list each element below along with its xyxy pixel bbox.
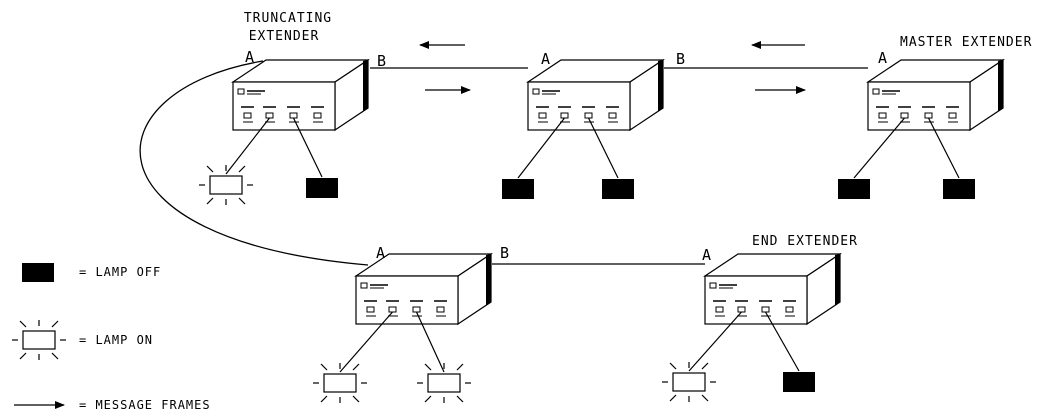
lamp-off-icon (306, 178, 338, 198)
unit-indicator-button (715, 306, 724, 313)
unit-indicator-button (560, 112, 569, 119)
unit-logo-icon (872, 88, 880, 95)
lamp-wire (688, 311, 742, 372)
unit-indicator-button (388, 306, 397, 313)
unit-indicator-button (243, 112, 252, 119)
unit-indicator-button (412, 306, 421, 313)
truncating-label-line1: TRUNCATING (244, 11, 332, 26)
end-extender-label: END EXTENDER (752, 234, 858, 249)
unit-rear-edge (835, 254, 840, 305)
unit-indicator-button (538, 112, 547, 119)
lamp-wire (927, 117, 960, 179)
lamp-off-icon (943, 179, 975, 199)
legend-lamp-on-icon (12, 320, 66, 360)
lamp-wire (225, 117, 270, 175)
unit-logo-icon (709, 282, 717, 289)
unit-indicator-button (785, 306, 794, 313)
end-extender-unit (703, 252, 842, 326)
lamp-off-icon (838, 179, 870, 199)
lamp-on-icon (12, 320, 66, 360)
port-a-truncating: A (245, 48, 254, 66)
lamp-off-icon (602, 179, 634, 199)
unit-indicator-button (924, 112, 933, 119)
lamp-on-icon (662, 362, 716, 402)
lamp-wire (587, 117, 619, 179)
unit-indicator-button (900, 112, 909, 119)
legend-lamp-off-swatch (22, 263, 54, 282)
unit-front-panel (527, 81, 631, 131)
lamp-wire (415, 311, 445, 373)
unit-logo-icon (532, 88, 540, 95)
unit-rear-edge (998, 60, 1003, 111)
unit-indicator-button (313, 112, 322, 119)
port-b-lower: B (500, 244, 509, 262)
port-a-lower: A (376, 244, 385, 262)
unit-indicator-button (878, 112, 887, 119)
unit-logo-icon (360, 282, 368, 289)
unit-rear-edge (658, 60, 663, 111)
port-a-end: A (702, 246, 711, 264)
unit-indicator-button (265, 112, 274, 119)
unit-front-panel (704, 275, 808, 325)
cable-truncating-to-lower (139, 60, 369, 266)
cables (139, 60, 868, 266)
unit-indicator-button (584, 112, 593, 119)
lamp-off-icon (783, 372, 815, 392)
unit-indicator-button (761, 306, 770, 313)
master-extender-unit (866, 58, 1005, 132)
port-b-middle: B (676, 50, 685, 68)
middle-extender-unit (526, 58, 665, 132)
lamp-wire (764, 311, 800, 372)
lamp-on-icon (417, 363, 471, 403)
lamp-wire (339, 311, 393, 373)
lamp-wire (517, 117, 565, 179)
lamp-on-icon (313, 363, 367, 403)
lower-extender-unit (354, 252, 493, 326)
legend-lamp-on-text: = LAMP ON (79, 333, 153, 347)
port-b-truncating: B (377, 52, 386, 70)
unit-indicator-button (436, 306, 445, 313)
unit-front-panel (232, 81, 336, 131)
legend-message-frames-text: = MESSAGE FRAMES (79, 398, 211, 412)
lamp-wire (292, 117, 323, 178)
unit-indicator-button (289, 112, 298, 119)
truncating-extender-unit (231, 58, 370, 132)
unit-logo-icon (237, 88, 245, 95)
port-a-middle: A (541, 50, 550, 68)
unit-front-panel (867, 81, 971, 131)
unit-indicator-button (366, 306, 375, 313)
lamp-wire (853, 117, 905, 179)
lamp-on-icon (199, 165, 253, 205)
unit-indicator-button (608, 112, 617, 119)
unit-rear-edge (363, 60, 368, 111)
unit-front-panel (355, 275, 459, 325)
legend-lamp-off-text: = LAMP OFF (79, 265, 161, 279)
unit-indicator-button (737, 306, 746, 313)
port-a-master: A (878, 49, 887, 67)
unit-rear-edge (486, 254, 491, 305)
message-frame-arrows (419, 41, 806, 94)
extender-units (199, 58, 1005, 403)
lamp-off-icon (502, 179, 534, 199)
master-extender-label: MASTER EXTENDER (900, 35, 1032, 50)
unit-indicator-button (948, 112, 957, 119)
truncating-label-line2: EXTENDER (249, 29, 320, 44)
legend: = LAMP OFF = LAMP ON = MESSAGE FRAMES (12, 263, 211, 412)
